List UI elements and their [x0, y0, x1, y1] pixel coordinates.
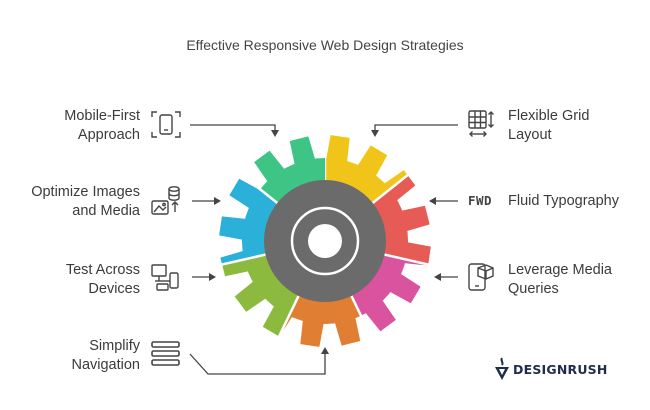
- gear-segment-1: [325, 131, 412, 204]
- gear-segment-divider: [238, 171, 279, 204]
- gear-center-hole: [308, 224, 342, 258]
- label-test-devices: Test Across Devices: [65, 262, 140, 297]
- image-database-icon: [151, 186, 180, 215]
- gear-segment-divider: [384, 253, 433, 267]
- label-media-queries: Leverage Media Queries: [508, 262, 612, 297]
- gear-segment-5: [217, 254, 299, 341]
- arrow-simplify-nav: [189, 350, 326, 375]
- arrow-mobile-first: [190, 124, 276, 133]
- designrush-logo: DESIGNRUSH: [494, 356, 608, 382]
- gear-segment-3: [351, 254, 433, 341]
- designrush-logo-icon: [495, 357, 509, 380]
- gear-segments: [215, 131, 435, 351]
- arrow-heads: [209, 130, 441, 354]
- brand-name: DESIGNRUSH: [513, 361, 608, 377]
- devices-icon: [151, 264, 179, 291]
- label-flexible-grid: Flexible Grid Layout: [508, 108, 590, 143]
- label-simplify-nav: Simplify Navigation: [71, 338, 140, 373]
- menu-list-icon: [151, 341, 180, 366]
- gear-segment-divider: [350, 295, 374, 341]
- gear-segment-4: [277, 295, 373, 351]
- mobile-cube-icon: [468, 263, 494, 291]
- gear-segment-2: [371, 172, 435, 266]
- grid-resize-icon: [468, 110, 494, 137]
- gear-hub-ring: [290, 206, 360, 276]
- diagram-title: Effective Responsive Web Design Strategi…: [186, 37, 464, 53]
- label-mobile-first: Mobile-First Approach: [64, 108, 140, 143]
- arrow-flexible-grid: [374, 124, 458, 133]
- gear-segment-7: [238, 131, 325, 204]
- gear-segment-divider: [276, 295, 300, 341]
- gear-segment-divider: [217, 253, 266, 267]
- phone-expand-icon: [151, 111, 181, 138]
- fwd-text-icon: FWD: [468, 193, 493, 208]
- gear-segment-divider: [371, 171, 412, 204]
- label-fluid-typography: Fluid Typography: [508, 193, 619, 209]
- gear-segment-6: [215, 172, 279, 266]
- label-optimize-images: Optimize Images and Media: [31, 184, 140, 219]
